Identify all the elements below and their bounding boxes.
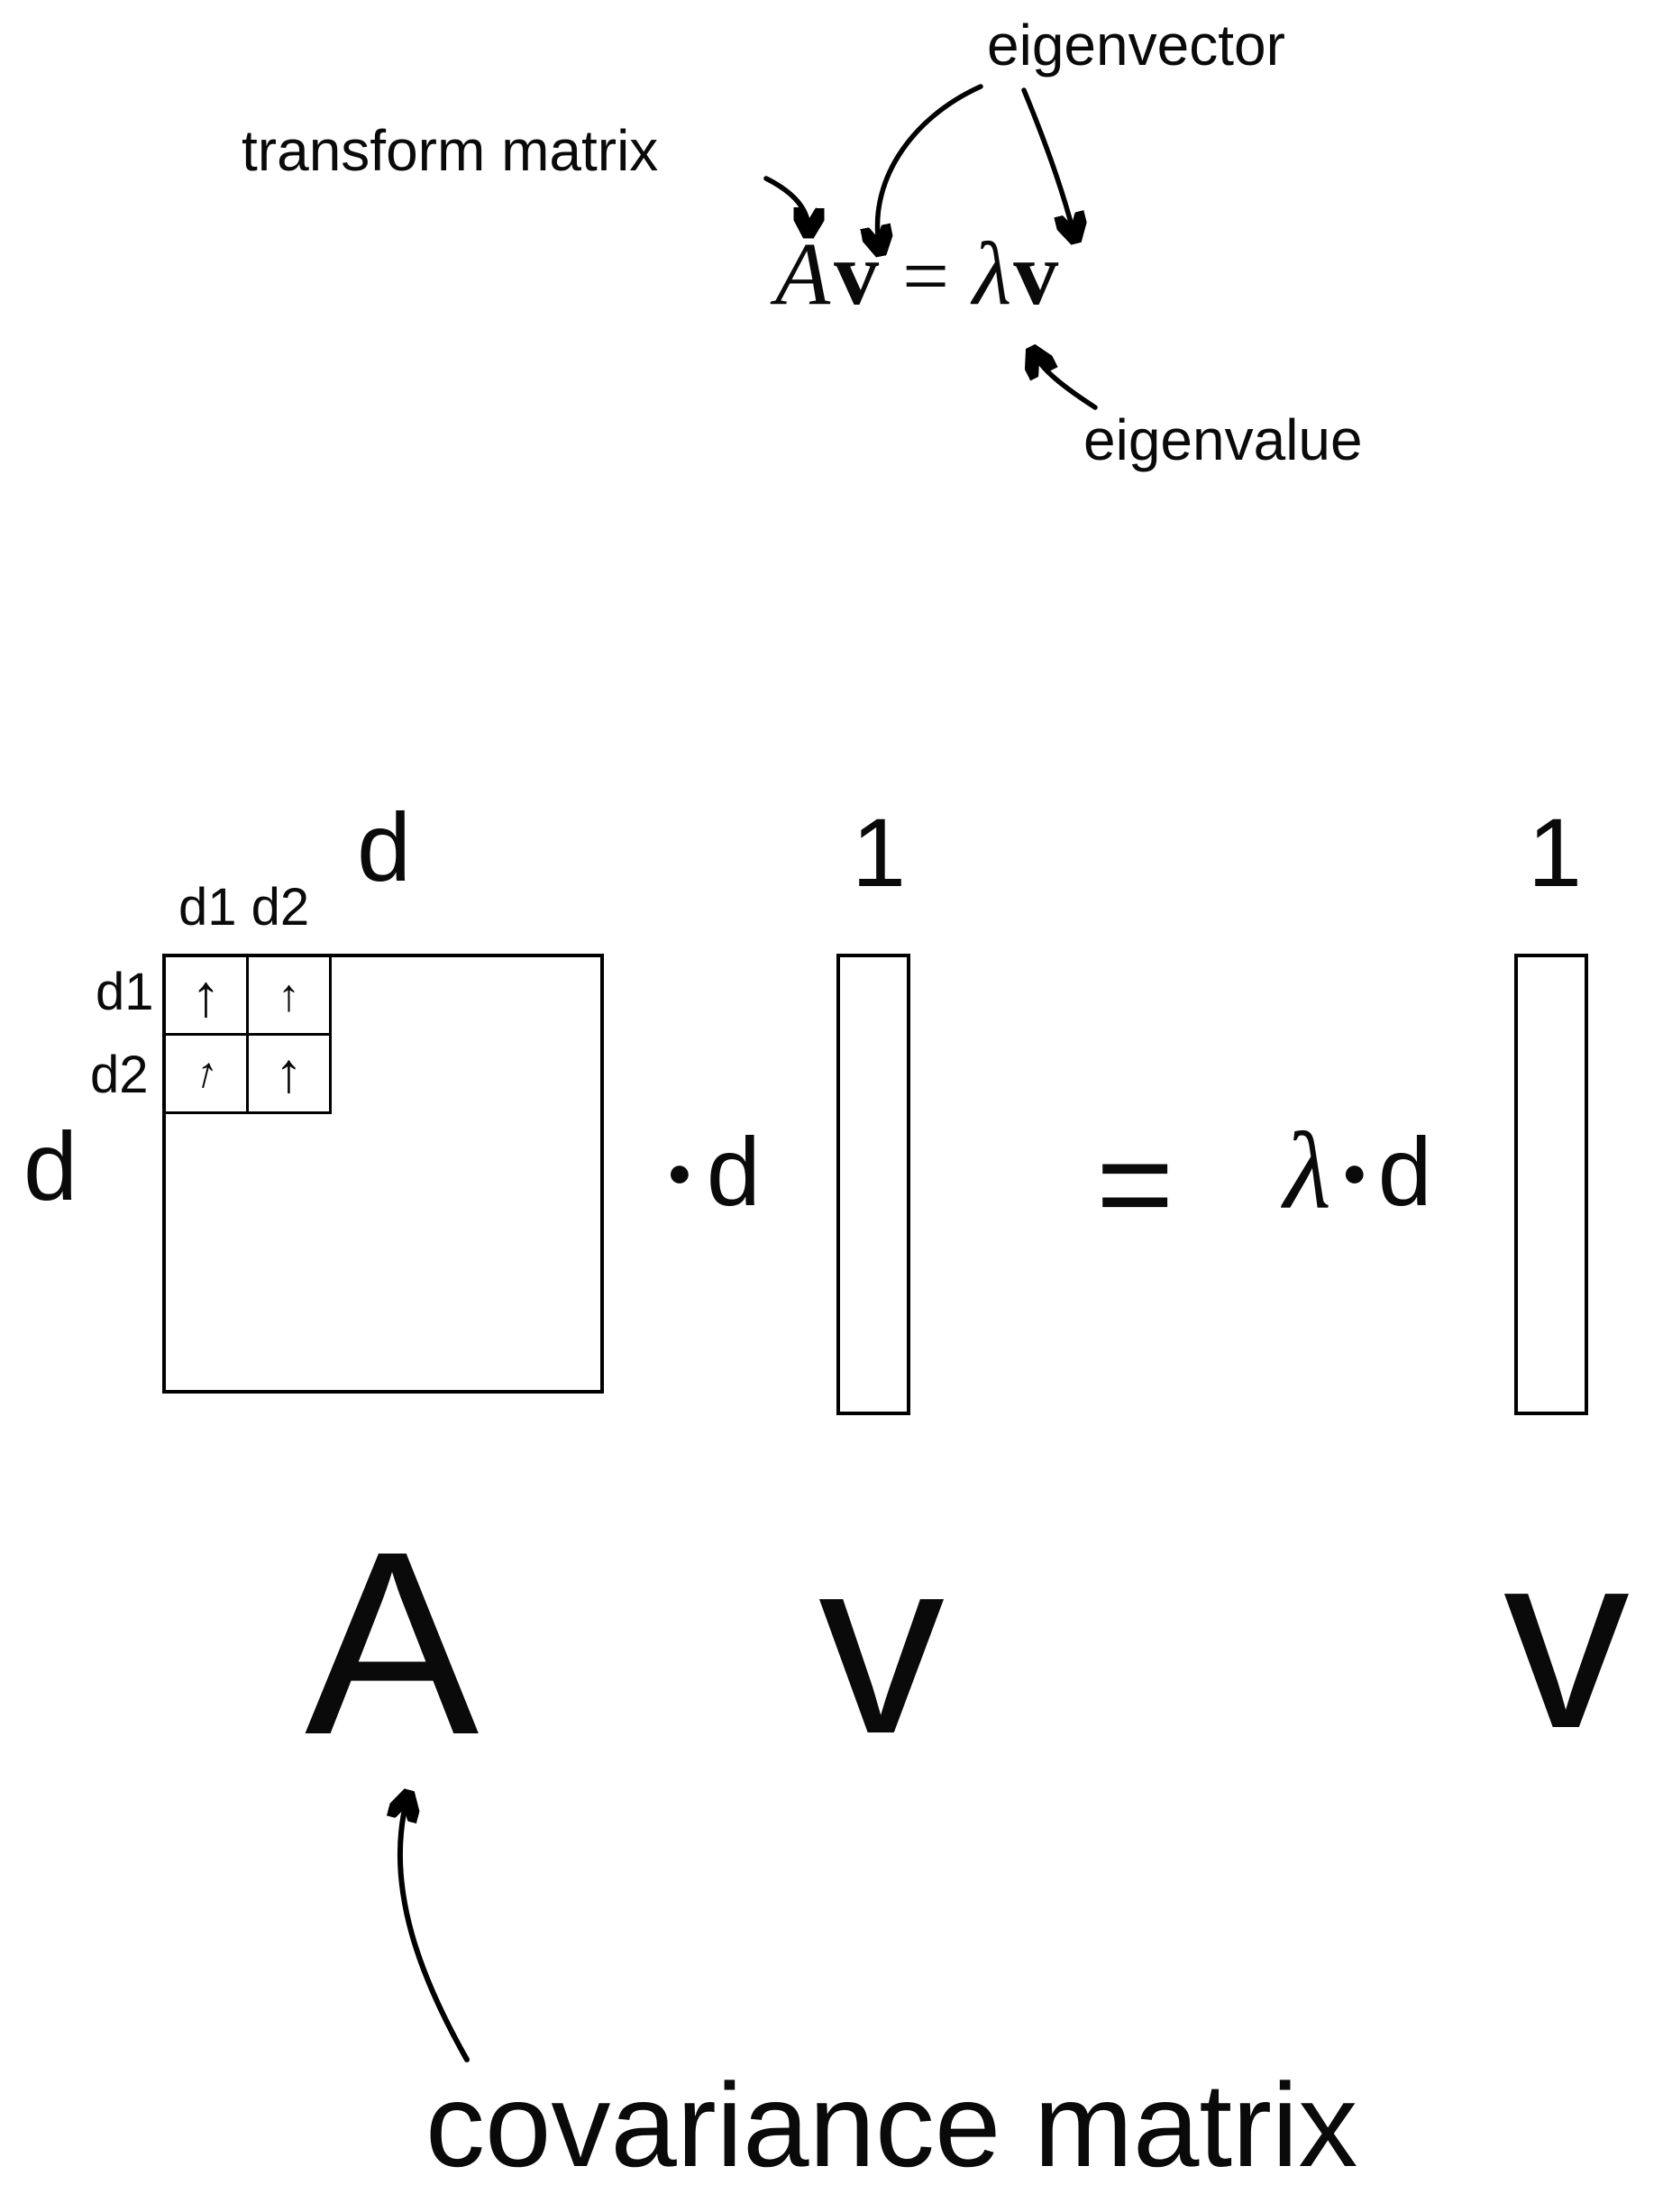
vector-v2-left-dim-label: d bbox=[1377, 1117, 1432, 1226]
arrow-eigenvalue-to-lambda bbox=[1034, 353, 1098, 410]
up-arrow-icon: ↑ bbox=[278, 970, 300, 1020]
eigenvector-label: eigenvector bbox=[987, 13, 1285, 78]
dot-d-group: ● d bbox=[667, 1116, 761, 1228]
subgrid-row-label-d2: d2 bbox=[90, 1046, 149, 1104]
formula-A: A bbox=[775, 224, 831, 324]
label-v2: v bbox=[1503, 1500, 1630, 1781]
subgrid-cell: ↑ bbox=[249, 1036, 332, 1114]
transform-matrix-label: transform matrix bbox=[242, 118, 659, 183]
subgrid-row-label-d1: d1 bbox=[96, 963, 154, 1021]
eigen-equation: A v = λ v bbox=[775, 229, 1058, 319]
vector-v2-top-dim-label: 1 bbox=[1528, 798, 1583, 907]
subgrid-cell: ↑ bbox=[249, 957, 332, 1036]
subgrid-cell: ↑ bbox=[166, 1036, 249, 1114]
matrix-top-dim-label: d bbox=[357, 792, 412, 901]
covariance-matrix-label: covariance matrix bbox=[425, 2059, 1358, 2191]
arrow-eigenvector-to-v2 bbox=[1021, 87, 1074, 236]
arrow-covariance-to-A bbox=[400, 1797, 470, 2062]
subgrid-col-labels: d1 d2 bbox=[178, 878, 310, 937]
dot-operator-icon: ● bbox=[1341, 1148, 1367, 1195]
matrix-a-box bbox=[162, 954, 604, 1394]
up-arrow-icon: ↑ bbox=[189, 1047, 223, 1100]
up-arrow-icon: ↑ bbox=[191, 962, 221, 1028]
formula-lambda: λ bbox=[972, 224, 1012, 324]
lambda-dot-d-group: λ ● d bbox=[1284, 1111, 1432, 1233]
eigenvalue-label: eigenvalue bbox=[1083, 407, 1363, 472]
label-v1: v bbox=[818, 1505, 945, 1787]
lambda-symbol: λ bbox=[1284, 1111, 1331, 1232]
label-A: A bbox=[305, 1497, 480, 1789]
up-arrow-icon: ↑ bbox=[275, 1042, 303, 1104]
vector-v1-box bbox=[836, 954, 910, 1415]
matrix-subgrid: ↑ ↑ ↑ ↑ bbox=[166, 957, 332, 1114]
vector-v2-box bbox=[1514, 954, 1588, 1415]
equals-sign: = bbox=[1096, 1110, 1174, 1258]
matrix-left-dim-label: d bbox=[23, 1111, 78, 1220]
dot-operator-icon: ● bbox=[667, 1148, 692, 1195]
arrow-eigenvector-to-v1 bbox=[878, 84, 983, 249]
formula-v2: v bbox=[1013, 224, 1059, 324]
formula-v1: v bbox=[834, 224, 880, 324]
vector-v1-top-dim-label: 1 bbox=[852, 798, 907, 907]
subgrid-cell: ↑ bbox=[166, 957, 249, 1036]
formula-equals: = bbox=[902, 230, 949, 322]
vector-v1-left-dim-label: d bbox=[706, 1117, 761, 1226]
